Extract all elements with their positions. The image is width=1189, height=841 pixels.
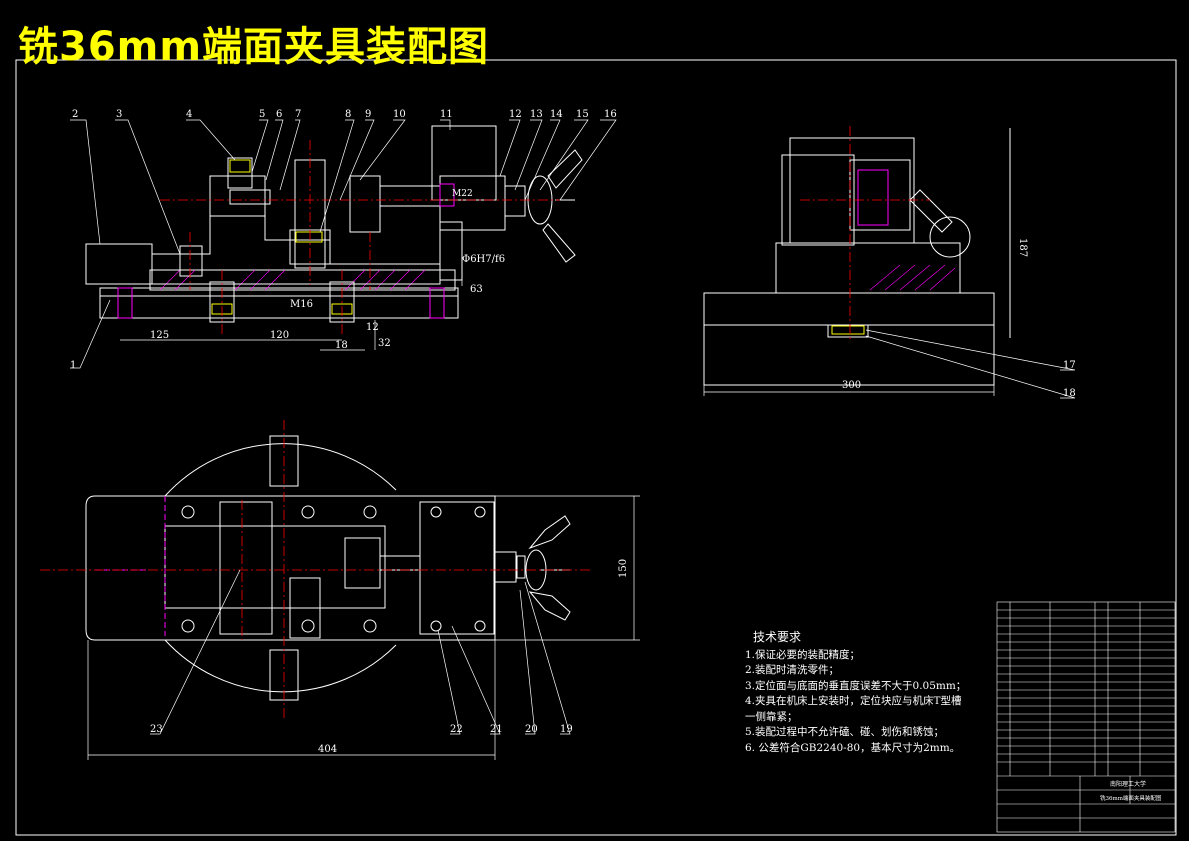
- drawing-border: [15, 59, 1177, 836]
- front-view-dimension-texts: 125 120 18 32 12 63 M16 Φ6H7/f6 M22: [150, 189, 505, 351]
- top-view: [85, 435, 571, 701]
- top-view-dimension-lines: [87, 495, 640, 760]
- dim-m16: M16: [290, 299, 313, 310]
- top-view-hatch-outline: [95, 496, 166, 636]
- balloon-18: 18: [1063, 388, 1076, 399]
- balloon-9: 9: [365, 109, 371, 120]
- balloon-17: 17: [1063, 360, 1076, 371]
- tech-requirements-heading: 技术要求: [753, 630, 802, 644]
- school-name: 南阳理工大学: [1110, 780, 1146, 788]
- dim-300: 300: [842, 380, 861, 391]
- dim-32: 32: [378, 338, 391, 349]
- side-view-centerlines: [800, 126, 930, 340]
- balloon-4: 4: [186, 109, 192, 120]
- parts-list-table: [996, 601, 1176, 833]
- dim-120: 120: [270, 330, 289, 341]
- dim-187: 187: [1017, 238, 1028, 257]
- dim-125: 125: [150, 330, 169, 341]
- title-block-texts: 南阳理工大学 铣36mm端面夹具装配图: [1100, 780, 1162, 802]
- balloon-16: 16: [604, 109, 617, 120]
- balloon-8: 8: [345, 109, 351, 120]
- top-view-dimension-texts: 404 150: [318, 559, 629, 755]
- dim-12: 12: [366, 322, 379, 333]
- balloon-11: 11: [440, 109, 453, 120]
- drawing-title: 铣36mm端面夹具装配图: [18, 24, 490, 70]
- top-view-holes: [181, 505, 486, 633]
- balloon-13: 13: [530, 109, 543, 120]
- balloon-2: 2: [72, 109, 78, 120]
- tech-requirement-item: 5.装配过程中不允许磕、碰、划伤和锈蚀；: [745, 726, 945, 738]
- tech-requirement-item: 1.保证必要的装配精度；: [745, 648, 861, 661]
- leader-lines: [70, 119, 1076, 735]
- side-view-colored-details: [831, 169, 956, 335]
- dim-18: 18: [335, 340, 348, 351]
- balloon-21: 21: [490, 724, 503, 735]
- top-view-centerlines: [40, 420, 590, 720]
- dim-150: 150: [618, 559, 629, 578]
- front-view-centerlines: [160, 140, 560, 335]
- side-view-dimension-texts: 300 187: [842, 238, 1028, 391]
- balloon-10: 10: [393, 109, 406, 120]
- tech-requirement-item: 6. 公差符合GB2240-80，基本尺寸为2mm。: [745, 741, 961, 754]
- balloon-20: 20: [525, 724, 538, 735]
- balloon-1: 1: [70, 360, 76, 371]
- balloon-3: 3: [116, 109, 122, 120]
- balloon-labels: 1 2 3 4 5 6 7 8 9 10 11 12 13 14 15 16 1…: [70, 109, 1076, 735]
- balloon-14: 14: [550, 109, 563, 120]
- tech-requirement-item: 3.定位面与底面的垂直度误差不大于0.05mm；: [745, 679, 967, 692]
- title-block-drawing-name: 铣36mm端面夹具装配图: [1100, 794, 1162, 802]
- balloon-19: 19: [560, 724, 573, 735]
- balloon-12: 12: [509, 109, 522, 120]
- side-view: [703, 128, 1011, 386]
- balloon-15: 15: [576, 109, 589, 120]
- front-view-colored-details: [117, 159, 455, 319]
- front-view-dimension-lines: [120, 262, 463, 351]
- dim-404: 404: [318, 744, 337, 755]
- tech-requirement-item: 一侧靠紧；: [745, 710, 798, 723]
- dim-63: 63: [470, 284, 483, 295]
- balloon-5: 5: [259, 109, 265, 120]
- balloon-6: 6: [276, 109, 282, 120]
- dim-fit: Φ6H7/f6: [462, 254, 505, 265]
- balloon-22: 22: [450, 724, 463, 735]
- tech-requirement-item: 4.夹具在机床上安装时，定位块应与机床T型槽: [745, 695, 962, 707]
- front-view: [85, 125, 583, 323]
- technical-requirements: 技术要求 1.保证必要的装配精度； 2.装配时清洗零件； 3.定位面与底面的垂直…: [745, 630, 966, 756]
- balloon-7: 7: [295, 109, 301, 120]
- balloon-23: 23: [150, 724, 163, 735]
- side-view-dimension-lines: [703, 325, 995, 396]
- dim-m22: M22: [452, 189, 473, 199]
- tech-requirement-item: 2.装配时清洗零件；: [745, 664, 840, 676]
